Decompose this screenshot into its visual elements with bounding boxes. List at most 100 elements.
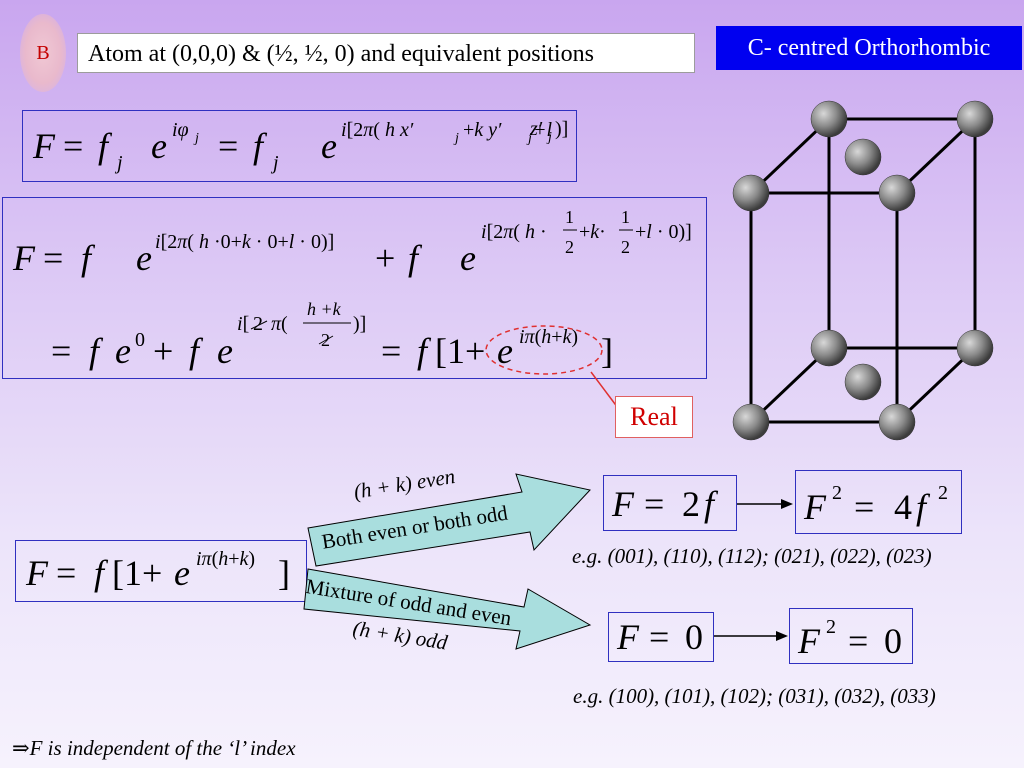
odd-F2-equation: F 2 = 0: [797, 616, 902, 661]
svg-text:f: f: [253, 126, 268, 166]
svg-text:1: 1: [621, 207, 630, 227]
svg-text:i[2π( h ·: i[2π( h ·: [481, 221, 547, 243]
svg-text:i[2π( h x′: i[2π( h x′: [341, 119, 414, 141]
svg-text:π(: π(: [271, 313, 288, 335]
svg-text:1: 1: [565, 207, 574, 227]
section-badge: B: [20, 14, 66, 92]
svg-text:j: j: [453, 131, 459, 146]
svg-text:2: 2: [832, 482, 842, 504]
svg-text:e: e: [321, 126, 337, 166]
even-examples: e.g. (001), (110), (112); (021), (022), …: [572, 544, 932, 568]
svg-text:i[2π( h ·0+k · 0+l · 0)]: i[2π( h ·0+k · 0+l · 0)]: [155, 231, 334, 253]
conclusion-text: F is independent of the ‘l’ index: [29, 736, 296, 760]
even-result-arrow: [737, 499, 793, 509]
even-F2-box: F 2 = 4 f 2: [795, 470, 962, 534]
result-equation: F = f [1+ e iπ(h+k) ]: [25, 548, 290, 593]
svg-text:+l · 0)]: +l · 0)]: [635, 221, 692, 243]
svg-text:iπ(h+k): iπ(h+k): [196, 548, 255, 570]
atom-corner: [956, 100, 994, 138]
even-F-box: F = 2 f: [603, 475, 737, 531]
atom-corner: [732, 174, 770, 212]
implies-symbol: ⇒: [12, 736, 30, 760]
svg-text:2: 2: [682, 484, 700, 524]
svg-text:0: 0: [135, 329, 145, 351]
svg-text:e: e: [136, 238, 152, 278]
svg-text:[1+: [1+: [435, 331, 485, 371]
svg-text:f: f: [81, 238, 96, 278]
svg-text:2: 2: [938, 482, 948, 504]
svg-text:i[: i[: [237, 313, 249, 335]
svg-text:=: =: [51, 331, 71, 371]
svg-text:e: e: [115, 331, 131, 371]
general-equation-box: F = f j e iφ j = f j e i[2π( h x′ j +k y…: [22, 110, 577, 182]
odd-F2-box: F 2 = 0: [789, 608, 913, 664]
svg-text:e: e: [460, 238, 476, 278]
svg-text:z′: z′: [529, 118, 543, 140]
svg-text:=: =: [854, 487, 874, 527]
svg-text:=: =: [56, 553, 76, 593]
svg-text:2: 2: [621, 237, 630, 257]
svg-text:]: ]: [601, 331, 613, 371]
svg-text:f: f: [98, 126, 113, 166]
atom-corner: [956, 329, 994, 367]
svg-text:=: =: [43, 238, 63, 278]
odd-case-arrow: [303, 568, 592, 650]
c-centred-orthorhombic-lattice: [732, 100, 994, 441]
real-term-highlight: [485, 325, 603, 375]
svg-text:iπ(h+k): iπ(h+k): [519, 326, 578, 348]
svg-text:2: 2: [826, 616, 836, 638]
svg-text:]: ]: [278, 553, 290, 593]
svg-text:+l: +l: [533, 119, 552, 141]
svg-text:e: e: [497, 331, 513, 371]
svg-text:4: 4: [894, 487, 912, 527]
svg-text:j: j: [114, 152, 123, 174]
svg-text:F: F: [797, 621, 821, 661]
result-equation-box: F = f [1+ e iπ(h+k) ]: [15, 540, 307, 602]
svg-text:[1+: [1+: [112, 553, 162, 593]
svg-text:)]: )]: [353, 313, 366, 335]
svg-text:+: +: [375, 238, 395, 278]
derivation-equations: F = f e i[2π( h ·0+k · 0+l · 0)] + f e i…: [12, 207, 692, 375]
svg-text:+: +: [153, 331, 173, 371]
even-F2-equation: F 2 = 4 f 2: [803, 482, 948, 527]
svg-text:+k·: +k·: [579, 221, 606, 243]
atom-corner: [810, 100, 848, 138]
derivation-box: F = f e i[2π( h ·0+k · 0+l · 0)] + f e i…: [2, 197, 707, 379]
badge-label: B: [36, 41, 50, 64]
title-box: Atom at (0,0,0) & (½, ½, 0) and equivale…: [77, 33, 695, 73]
general-equation-z: z′ j )]: [529, 118, 568, 145]
svg-text:f: f: [916, 487, 931, 527]
svg-text:iφ: iφ: [172, 119, 189, 141]
real-label: Real: [615, 396, 693, 438]
svg-text:f: f: [89, 331, 104, 371]
svg-text:F: F: [12, 238, 36, 278]
atom-corner: [878, 403, 916, 441]
svg-text:=: =: [381, 331, 401, 371]
svg-text:e: e: [174, 553, 190, 593]
svg-text:2: 2: [565, 237, 574, 257]
svg-text:f: f: [189, 331, 204, 371]
svg-text:)]: )]: [555, 118, 568, 140]
svg-text:=: =: [63, 126, 83, 166]
svg-text:e: e: [151, 126, 167, 166]
svg-text:2: 2: [253, 313, 263, 335]
svg-text:j: j: [526, 131, 532, 146]
svg-text:F: F: [616, 617, 640, 657]
svg-text:f: f: [408, 238, 423, 278]
atom-corner: [878, 174, 916, 212]
odd-examples: e.g. (100), (101), (102); (031), (032), …: [573, 684, 936, 708]
even-case-arrow: [307, 473, 591, 567]
conclusion: ⇒F is independent of the ‘l’ index: [12, 736, 296, 761]
odd-F-equation: F = 0: [616, 617, 703, 657]
svg-text:F: F: [803, 487, 827, 527]
svg-text:=: =: [644, 484, 664, 524]
svg-text:f: f: [417, 331, 432, 371]
svg-text:f: f: [94, 553, 109, 593]
svg-text:F: F: [32, 126, 56, 166]
odd-result-arrow: [714, 631, 788, 641]
general-equation: F = f j e iφ j = f j e i[2π( h x′ j +k y…: [32, 119, 552, 174]
svg-text:=: =: [218, 126, 238, 166]
svg-text:f: f: [704, 484, 719, 524]
odd-F-box: F = 0: [608, 612, 714, 662]
svg-text:e: e: [217, 331, 233, 371]
